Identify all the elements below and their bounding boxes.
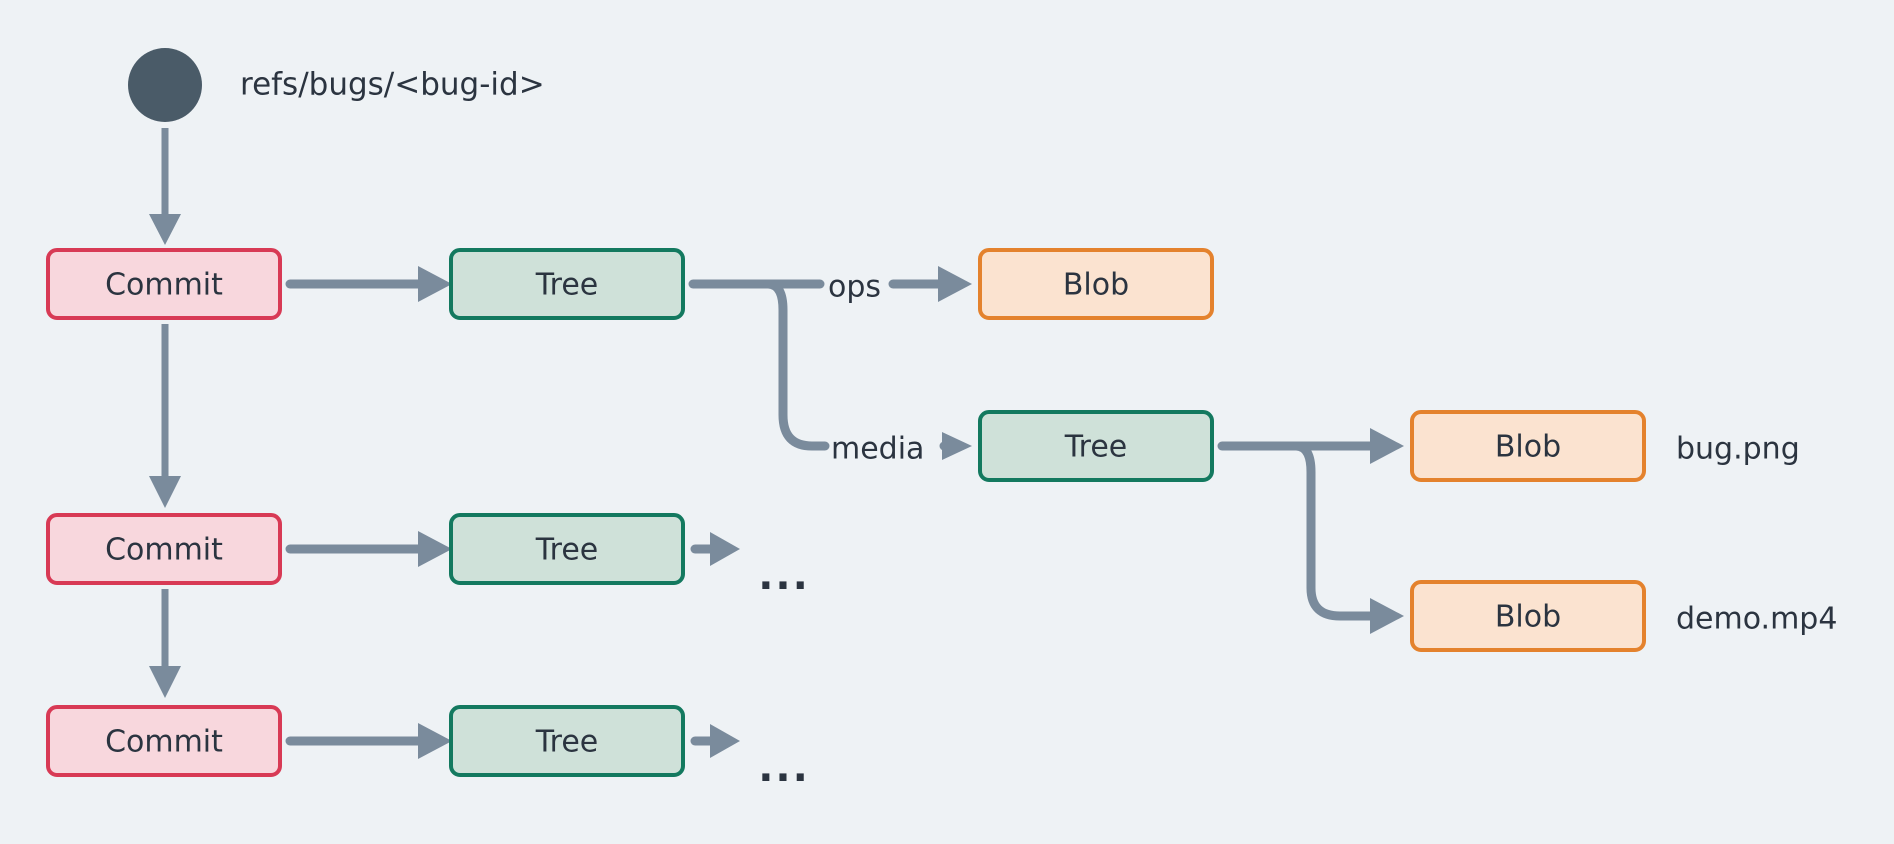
file-label-demo-mp4: demo.mp4 [1676, 602, 1837, 637]
edge-treemedia-branch [1217, 428, 1404, 634]
ref-root-node[interactable] [128, 48, 202, 122]
edge-tree1-branch [688, 279, 830, 451]
ellipsis-row-3: ... [758, 745, 810, 791]
node-commit-3[interactable]: Commit [46, 705, 282, 777]
node-commit-1[interactable]: Commit [46, 248, 282, 320]
node-commit-2[interactable]: Commit [46, 513, 282, 585]
edge-root-to-commit1 [149, 128, 181, 245]
edge-commit2-to-tree2 [285, 531, 452, 567]
edge-ops-to-blob [888, 266, 972, 302]
node-tree-2[interactable]: Tree [449, 513, 685, 585]
edge-tree2-to-ellipsis [690, 532, 740, 566]
edge-commit3-to-tree3 [285, 723, 452, 759]
file-label-bug-png: bug.png [1676, 432, 1800, 467]
edge-commit2-to-commit3 [149, 589, 181, 698]
node-tree-1[interactable]: Tree [449, 248, 685, 320]
node-blob-ops[interactable]: Blob [978, 248, 1214, 320]
node-blob-bug-png-label: Blob [1495, 430, 1561, 465]
node-tree-media-label: Tree [1064, 430, 1128, 465]
node-tree-media[interactable]: Tree [978, 410, 1214, 482]
edge-tree3-to-ellipsis [690, 724, 740, 758]
edge-label-media: media [831, 432, 924, 467]
node-commit-2-label: Commit [105, 533, 223, 568]
ref-root-circle[interactable] [128, 48, 202, 122]
node-blob-ops-label: Blob [1063, 268, 1129, 303]
edge-commit1-to-commit2 [149, 324, 181, 508]
ellipsis-row-2: ... [758, 553, 810, 599]
node-commit-3-label: Commit [105, 725, 223, 760]
node-blob-bug-png[interactable]: Blob [1410, 410, 1646, 482]
node-blob-demo-mp4-label: Blob [1495, 600, 1561, 635]
node-tree-1-label: Tree [535, 268, 599, 303]
edge-commit1-to-tree1 [285, 266, 452, 302]
node-tree-3-label: Tree [535, 725, 599, 760]
node-blob-demo-mp4[interactable]: Blob [1410, 580, 1646, 652]
ref-label: refs/bugs/<bug-id> [240, 67, 545, 103]
node-commit-1-label: Commit [105, 268, 223, 303]
node-tree-3[interactable]: Tree [449, 705, 685, 777]
edge-media-to-tree [939, 432, 972, 460]
edge-label-ops: ops [828, 270, 881, 305]
node-tree-2-label: Tree [535, 533, 599, 568]
